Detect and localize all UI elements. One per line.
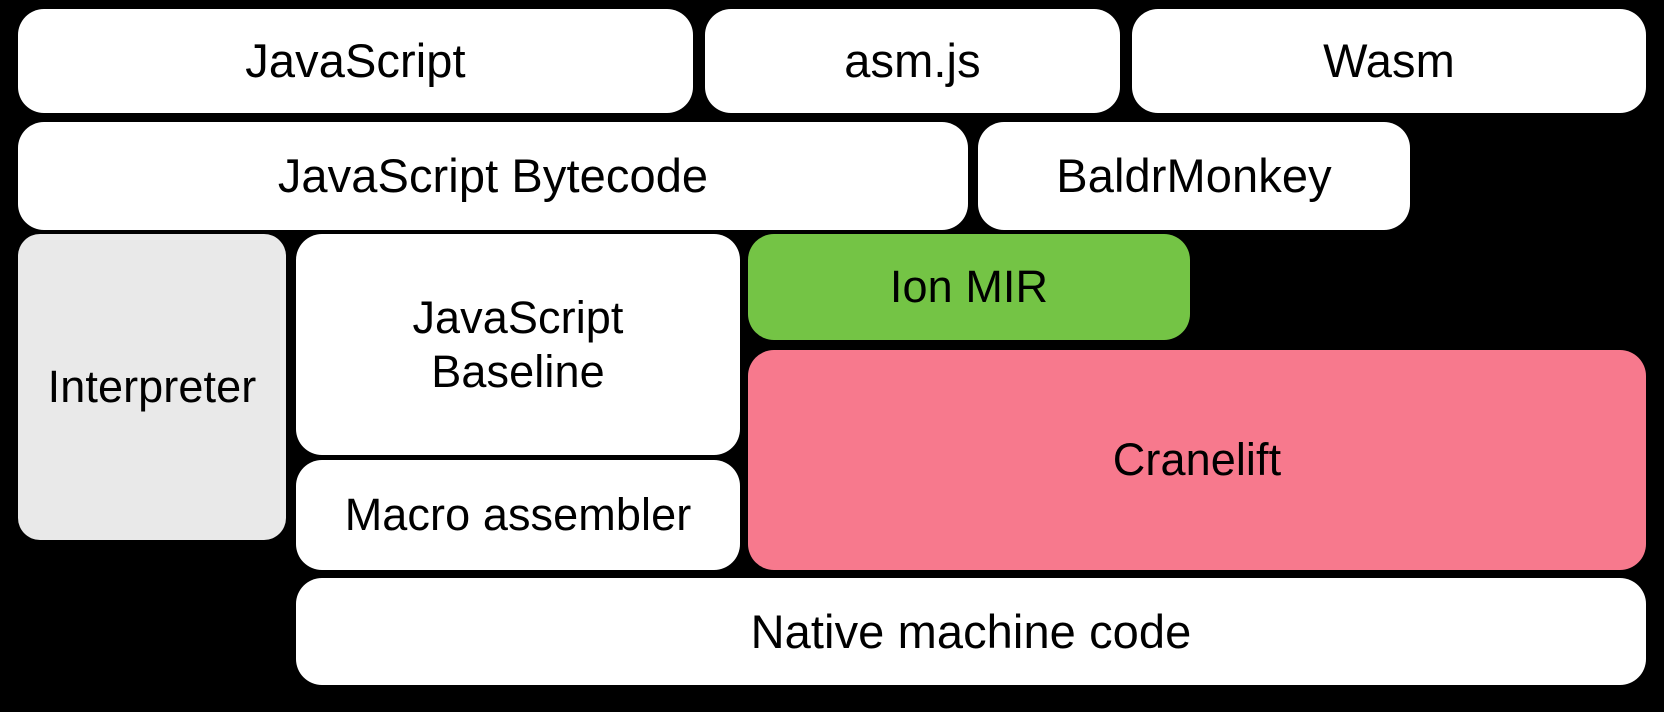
node-ion-mir: Ion MIR [748, 234, 1190, 340]
node-interpreter: Interpreter [18, 234, 286, 540]
node-native-machine-code: Native machine code [296, 578, 1646, 685]
node-baldrmonkey: BaldrMonkey [978, 122, 1410, 230]
node-macro-assembler: Macro assembler [296, 460, 740, 570]
node-wasm: Wasm [1132, 9, 1646, 113]
node-asm-js: asm.js [705, 9, 1120, 113]
node-cranelift: Cranelift [748, 350, 1646, 570]
node-javascript: JavaScript [18, 9, 693, 113]
node-javascript-baseline: JavaScript Baseline [296, 234, 740, 455]
node-javascript-bytecode: JavaScript Bytecode [18, 122, 968, 230]
